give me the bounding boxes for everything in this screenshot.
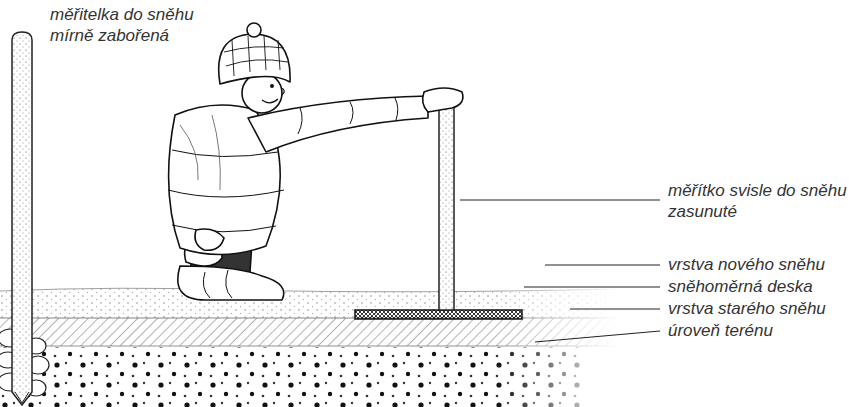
ground-layers-part bbox=[0, 288, 620, 292]
ruler-part bbox=[439, 98, 454, 310]
kneeling-person-part bbox=[224, 36, 288, 76]
kneeling-person-part bbox=[203, 270, 232, 298]
layer-label: vrstva starého sněhu bbox=[668, 298, 853, 319]
ruler-label: měřítko svisle do sněhu zasunuté bbox=[668, 180, 848, 222]
ground-layers-part bbox=[0, 288, 620, 318]
snow-stake-part bbox=[12, 32, 32, 405]
snow-board bbox=[355, 310, 522, 319]
kneeling-person-part bbox=[219, 34, 290, 84]
leader-lines-part bbox=[535, 331, 660, 342]
kneeling-person-part bbox=[270, 84, 274, 88]
leader-lines bbox=[460, 200, 660, 342]
kneeling-person-part bbox=[298, 98, 398, 134]
ruler-part bbox=[440, 99, 453, 309]
kneeling-person-part bbox=[178, 266, 284, 300]
snow-board-part bbox=[355, 310, 522, 319]
kneeling-person-part bbox=[281, 88, 284, 95]
kneeling-person-part bbox=[180, 115, 220, 190]
kneeling-person-part bbox=[195, 229, 224, 250]
ground-layers bbox=[0, 288, 620, 407]
leader-lines-part bbox=[460, 200, 660, 201]
leader-lines-part bbox=[524, 287, 660, 288]
ground-layers-part bbox=[0, 347, 580, 407]
kneeling-person-part bbox=[168, 150, 284, 232]
terrain-label: úroveň terénu bbox=[668, 320, 853, 341]
ground-layers-part bbox=[0, 318, 620, 319]
layer-label: vrstva nového sněhu bbox=[668, 254, 853, 275]
kneeling-person-part bbox=[262, 99, 278, 103]
ground-layers-part bbox=[0, 318, 620, 346]
leader-lines-part bbox=[570, 309, 660, 310]
snow-stake-part bbox=[12, 32, 32, 405]
leader-lines-part bbox=[545, 265, 660, 266]
stake-label: měřitelka do sněhu mírně zabořená bbox=[50, 4, 225, 46]
snow-stake-part bbox=[15, 392, 29, 403]
kneeling-person bbox=[168, 23, 463, 300]
ground-layers-part bbox=[0, 346, 620, 347]
kneeling-person-part bbox=[423, 88, 463, 112]
board-label: sněhoměrná deska bbox=[668, 276, 853, 297]
kneeling-person-part bbox=[242, 73, 282, 113]
ruler bbox=[439, 98, 454, 310]
kneeling-person-part bbox=[247, 23, 261, 37]
snow-stake bbox=[12, 32, 32, 405]
